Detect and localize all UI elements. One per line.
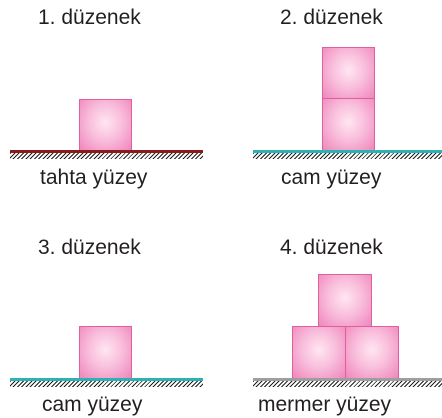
block bbox=[322, 47, 375, 99]
setup-3-title: 3. düzenek bbox=[38, 236, 141, 259]
setup-3-surface-label: cam yüzey bbox=[42, 393, 143, 416]
block bbox=[322, 98, 375, 151]
setup-4-surface-label: mermer yüzey bbox=[258, 393, 392, 416]
wood-surface bbox=[10, 150, 203, 159]
glass-surface bbox=[253, 150, 442, 159]
block bbox=[345, 326, 399, 379]
setup-1-title: 1. düzenek bbox=[38, 6, 141, 29]
marble-surface bbox=[253, 378, 442, 387]
block bbox=[292, 326, 346, 379]
setup-1-surface-label: tahta yüzey bbox=[40, 166, 148, 189]
setup-2-surface-label: cam yüzey bbox=[281, 166, 382, 189]
glass-surface bbox=[10, 378, 203, 387]
block bbox=[318, 274, 372, 327]
block bbox=[79, 326, 132, 379]
setup-4-title: 4. düzenek bbox=[280, 236, 383, 259]
block bbox=[79, 99, 132, 151]
setup-2-title: 2. düzenek bbox=[280, 6, 383, 29]
